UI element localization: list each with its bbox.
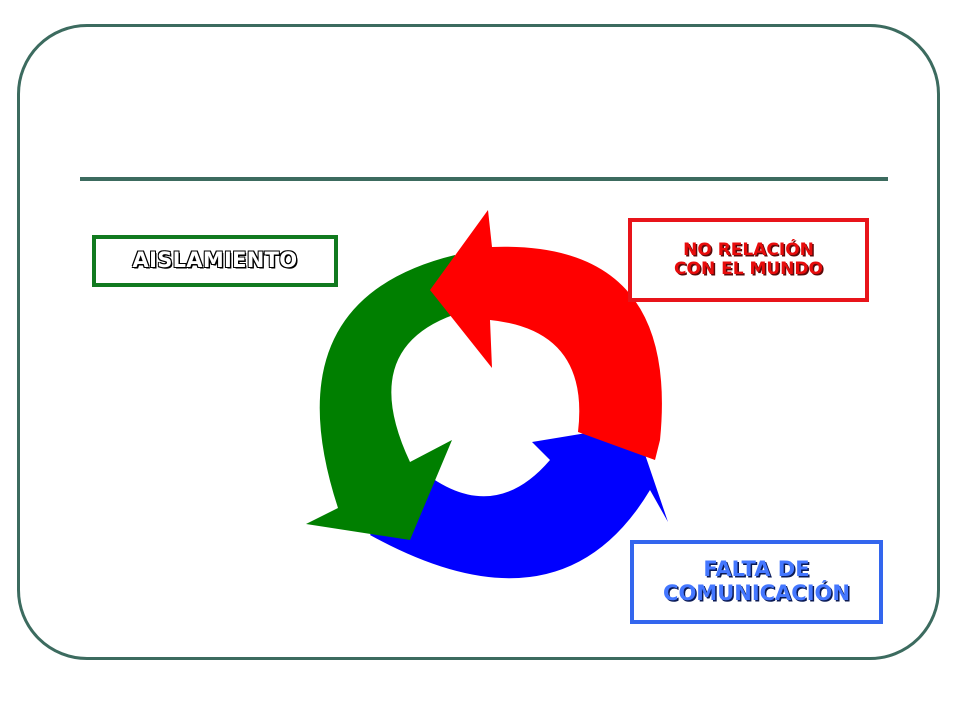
title-divider	[80, 177, 888, 181]
no-relacion-label-line1: NO RELACIÓN	[683, 239, 814, 260]
no-relacion-label-line2: CON EL MUNDO	[674, 259, 823, 279]
aislamiento-label-box: AISLAMIENTO	[92, 235, 338, 287]
blue-cycle-arrow	[370, 425, 668, 579]
falta-comunicacion-label-line1: FALTA DE	[703, 557, 810, 582]
green-cycle-arrow	[306, 255, 462, 540]
falta-comunicacion-label-line2: COMUNICACIÓN	[663, 581, 850, 605]
no-relacion-label-box: NO RELACIÓN CON EL MUNDO	[628, 218, 869, 302]
falta-comunicacion-label-box: FALTA DE COMUNICACIÓN	[630, 540, 883, 624]
aislamiento-label: AISLAMIENTO	[132, 248, 298, 273]
red-cycle-arrow	[430, 210, 662, 460]
